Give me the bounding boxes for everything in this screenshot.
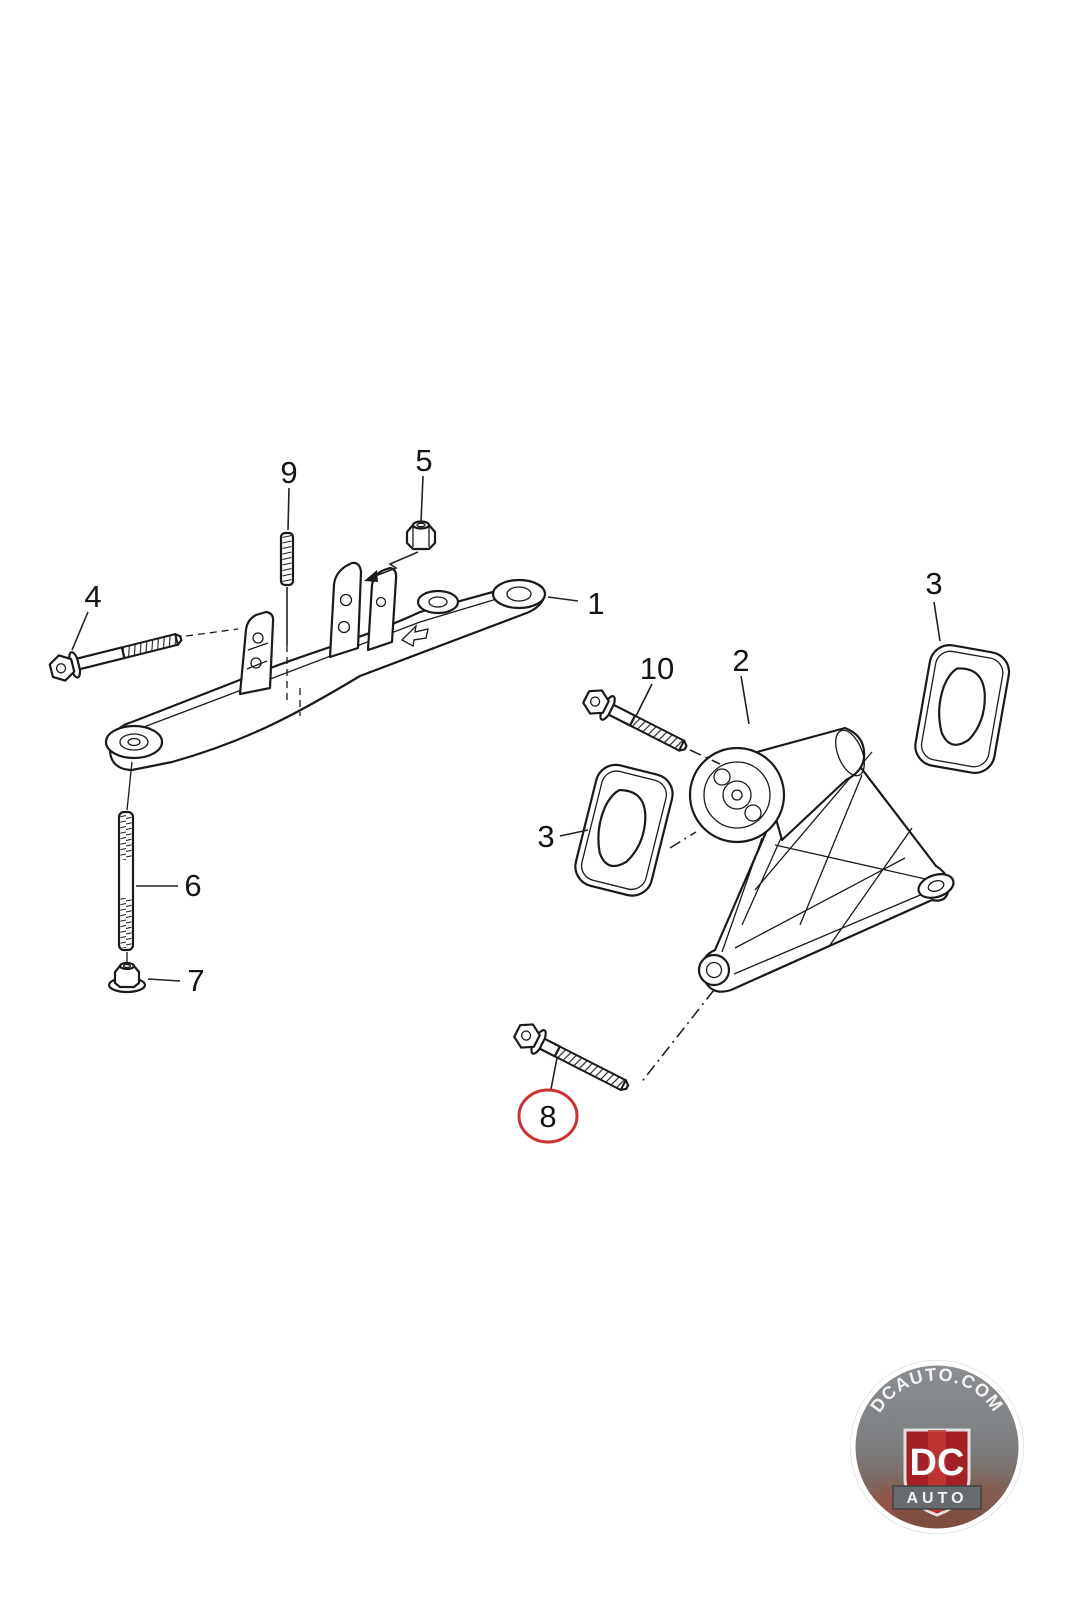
carrier-bushing-left xyxy=(104,724,164,760)
part-label-2: 2 xyxy=(732,643,749,678)
part-label-6: 6 xyxy=(184,868,201,903)
logo-name-text: AUTO xyxy=(906,1490,967,1507)
part-label-8: 8 xyxy=(539,1099,556,1134)
carrier-bracket-left xyxy=(238,610,275,696)
part-4-bolt xyxy=(48,632,183,682)
part-1-carrier xyxy=(104,561,547,772)
direction-arrow-icon xyxy=(400,624,429,648)
mount-bushing xyxy=(688,746,786,844)
part-label-4: 4 xyxy=(84,579,101,614)
part-10-bolt xyxy=(582,689,688,752)
part-2-engine-mount xyxy=(688,726,955,993)
carrier-ear-left xyxy=(328,561,363,659)
arrowhead xyxy=(364,570,378,582)
highlight-circle xyxy=(517,1088,579,1144)
part-label-9: 9 xyxy=(280,455,297,490)
part-3-plate-middle xyxy=(574,763,674,897)
part-8-bolt xyxy=(513,1023,630,1092)
mount-eye xyxy=(697,953,731,987)
mount-foot xyxy=(917,873,955,899)
part-5-nut xyxy=(405,520,437,551)
part-label-5: 5 xyxy=(415,443,432,478)
part-label-1: 1 xyxy=(587,586,604,621)
part-labels: 1 2 3 3 4 5 6 7 8 9 10 xyxy=(84,443,943,1144)
part-label-3-middle: 3 xyxy=(537,819,554,854)
carrier-bushing-right xyxy=(491,578,547,610)
part-3-plate-right xyxy=(914,644,1011,774)
logo-name-band xyxy=(892,1485,982,1510)
part-label-3-right: 3 xyxy=(925,566,942,601)
dcauto-logo: DCAUTO.COM DC AUTO xyxy=(850,1360,1024,1534)
part-9-stud xyxy=(279,531,295,587)
part-7-nut xyxy=(107,961,147,994)
leader-lines xyxy=(71,475,941,1090)
part-label-7: 7 xyxy=(187,963,204,998)
carrier-bushing-mid xyxy=(416,589,460,615)
part-6-stud xyxy=(117,810,135,952)
part-label-10: 10 xyxy=(640,651,674,686)
logo-initials-text: DC xyxy=(910,1442,965,1484)
